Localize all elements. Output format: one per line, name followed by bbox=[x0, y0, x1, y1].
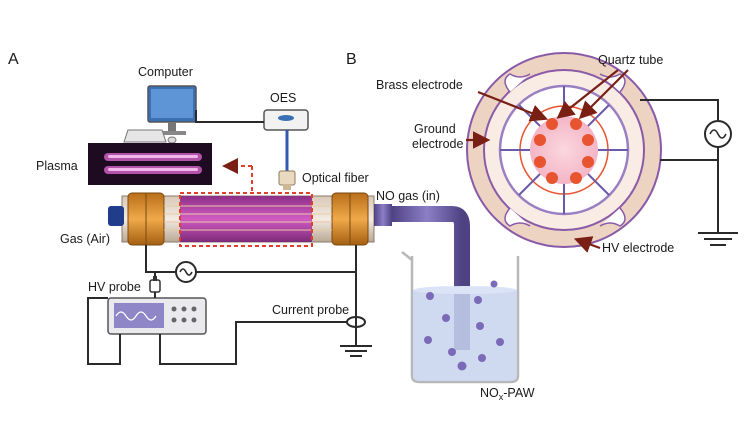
hv-wire-right bbox=[196, 245, 357, 273]
computer-icon bbox=[123, 85, 197, 144]
computer-label: Computer bbox=[138, 65, 193, 79]
brass-electrode-arrow bbox=[477, 90, 549, 122]
current-probe-cable bbox=[159, 321, 348, 365]
plasma-discharge-region bbox=[164, 192, 332, 247]
scope-probe-cable bbox=[87, 297, 121, 365]
optical-fiber-label: Optical fiber bbox=[302, 171, 369, 185]
paw-label: NOx-PAW bbox=[480, 386, 535, 402]
left-brass-electrode bbox=[127, 192, 165, 246]
hv-probe-label: HV probe bbox=[88, 280, 141, 294]
gas-air-label: Gas (Air) bbox=[60, 232, 110, 246]
beaker-icon bbox=[401, 251, 520, 384]
no-gas-in-label: NO gas (in) bbox=[376, 189, 440, 203]
gas-pipe bbox=[392, 206, 470, 350]
brass-electrode-dots bbox=[534, 118, 594, 184]
brass-electrode-label: Brass electrode bbox=[376, 78, 463, 92]
ground-electrode-label-2: electrode bbox=[412, 137, 463, 151]
right-brass-electrode bbox=[331, 192, 369, 246]
quartz-tube-arrow bbox=[578, 69, 629, 120]
quartz-tube-label: Quartz tube bbox=[598, 53, 663, 67]
plasma-label: Plasma bbox=[36, 159, 78, 173]
ground-symbol-b bbox=[698, 232, 738, 246]
quartz-tube-arrow-2 bbox=[556, 69, 619, 119]
oes-label: OES bbox=[270, 91, 296, 105]
hv-electrode-label: HV electrode bbox=[602, 241, 674, 255]
hv-probe-icon bbox=[149, 276, 161, 293]
b-wire-top bbox=[640, 99, 719, 120]
hv-electrode-arrow bbox=[573, 236, 601, 253]
hv-wire-left bbox=[145, 245, 176, 273]
optical-fiber-probe-icon bbox=[278, 170, 296, 190]
current-probe-label: Current probe bbox=[272, 303, 349, 317]
oes-device-icon bbox=[263, 109, 309, 131]
computer-oes-cable bbox=[195, 110, 264, 123]
oscilloscope-icon bbox=[107, 297, 207, 335]
gas-bubbles bbox=[424, 280, 504, 371]
panel-a-label: A bbox=[8, 51, 19, 68]
cross-section bbox=[466, 52, 662, 248]
ground-electrode-label-1: Ground bbox=[414, 122, 456, 136]
ground-symbol-a bbox=[340, 345, 372, 357]
panel-b-label: B bbox=[346, 51, 357, 68]
plasma-image bbox=[88, 143, 212, 185]
